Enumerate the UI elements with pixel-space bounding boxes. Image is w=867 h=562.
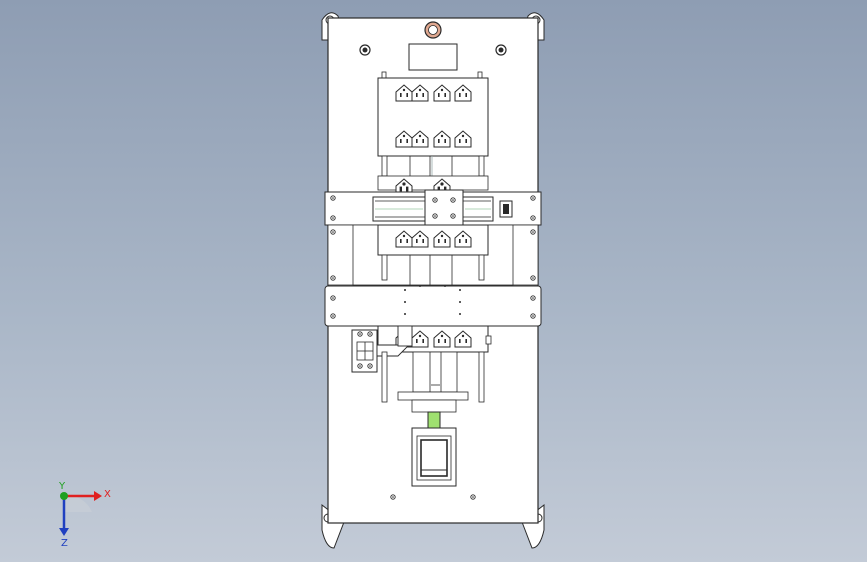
coupler — [427, 411, 441, 431]
upper-outlet-block — [377, 71, 489, 157]
axis-triad: X Y Z — [58, 481, 111, 549]
middle-section — [327, 224, 539, 286]
z-axis-label: Z — [61, 538, 68, 549]
mount-holes-top — [359, 44, 507, 56]
vertical-rails — [377, 155, 489, 196]
side-bracket — [351, 325, 413, 373]
lower-crossbar — [324, 285, 542, 327]
lower-rails — [381, 351, 485, 413]
motor-assembly — [411, 427, 457, 487]
y-axis-icon — [60, 492, 68, 500]
display-window — [408, 43, 458, 71]
x-axis-label: X — [104, 489, 111, 500]
y-axis-label: Y — [58, 481, 66, 492]
middle-crossbar — [324, 189, 542, 227]
